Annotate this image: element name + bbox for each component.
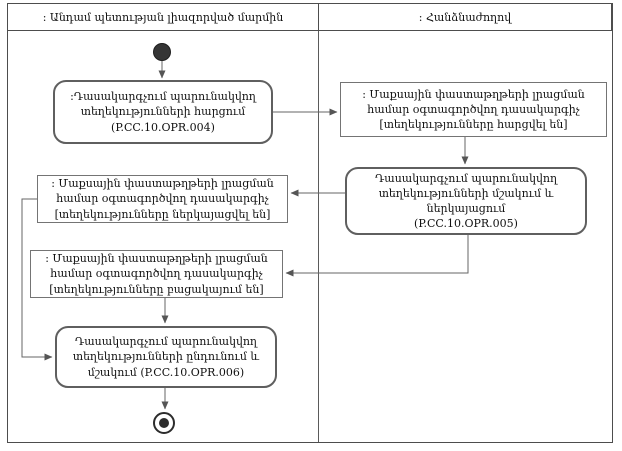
swimlane-title: : Հանձնաժողով	[418, 10, 512, 24]
activity-opr-005: Դասակարգչում պարունակվող տեղեկություններ…	[345, 167, 587, 235]
activity-opr-004: :Դասակարգչում պարունակվող տեղեկություննե…	[53, 80, 273, 144]
swimlane-title: : Անդամ պետության լիազորված մարմին	[42, 10, 284, 24]
object-node-classifier-missing: : Մաքսային փաստաթղթերի լրացման համար օգտ…	[30, 250, 283, 298]
activity-label: Դասակարգչում պարունակվող տեղեկություններ…	[374, 171, 558, 231]
object-node-label: : Մաքսային փաստաթղթերի լրացման համար օգտ…	[51, 177, 274, 221]
object-node-classifier-presented: : Մաքսային փաստաթղթերի լրացման համար օգտ…	[37, 175, 288, 223]
object-node-label: : Մաքսային փաստաթղթերի լրացման համար օգտ…	[362, 87, 585, 132]
swimlane-header-commission: : Հանձնաժողով	[318, 3, 612, 31]
final-node	[153, 412, 175, 434]
swimlane-divider	[318, 3, 319, 442]
activity-label: :Դասակարգչում պարունակվող տեղեկություննե…	[70, 90, 256, 134]
activity-opr-006: Դասակարգչում պարունակվող տեղեկություններ…	[55, 326, 277, 388]
swimlane-header-member-state-body: : Անդամ պետության լիազորված մարմին	[7, 3, 319, 31]
object-node-label: : Մաքսային փաստաթղթերի լրացման համար օգտ…	[45, 252, 268, 296]
object-node-classifier-requested: : Մաքսային փաստաթղթերի լրացման համար օգտ…	[340, 82, 607, 137]
initial-node	[153, 43, 171, 61]
activity-label: Դասակարգչում պարունակվող տեղեկություններ…	[72, 335, 260, 379]
final-node-dot	[159, 418, 169, 428]
